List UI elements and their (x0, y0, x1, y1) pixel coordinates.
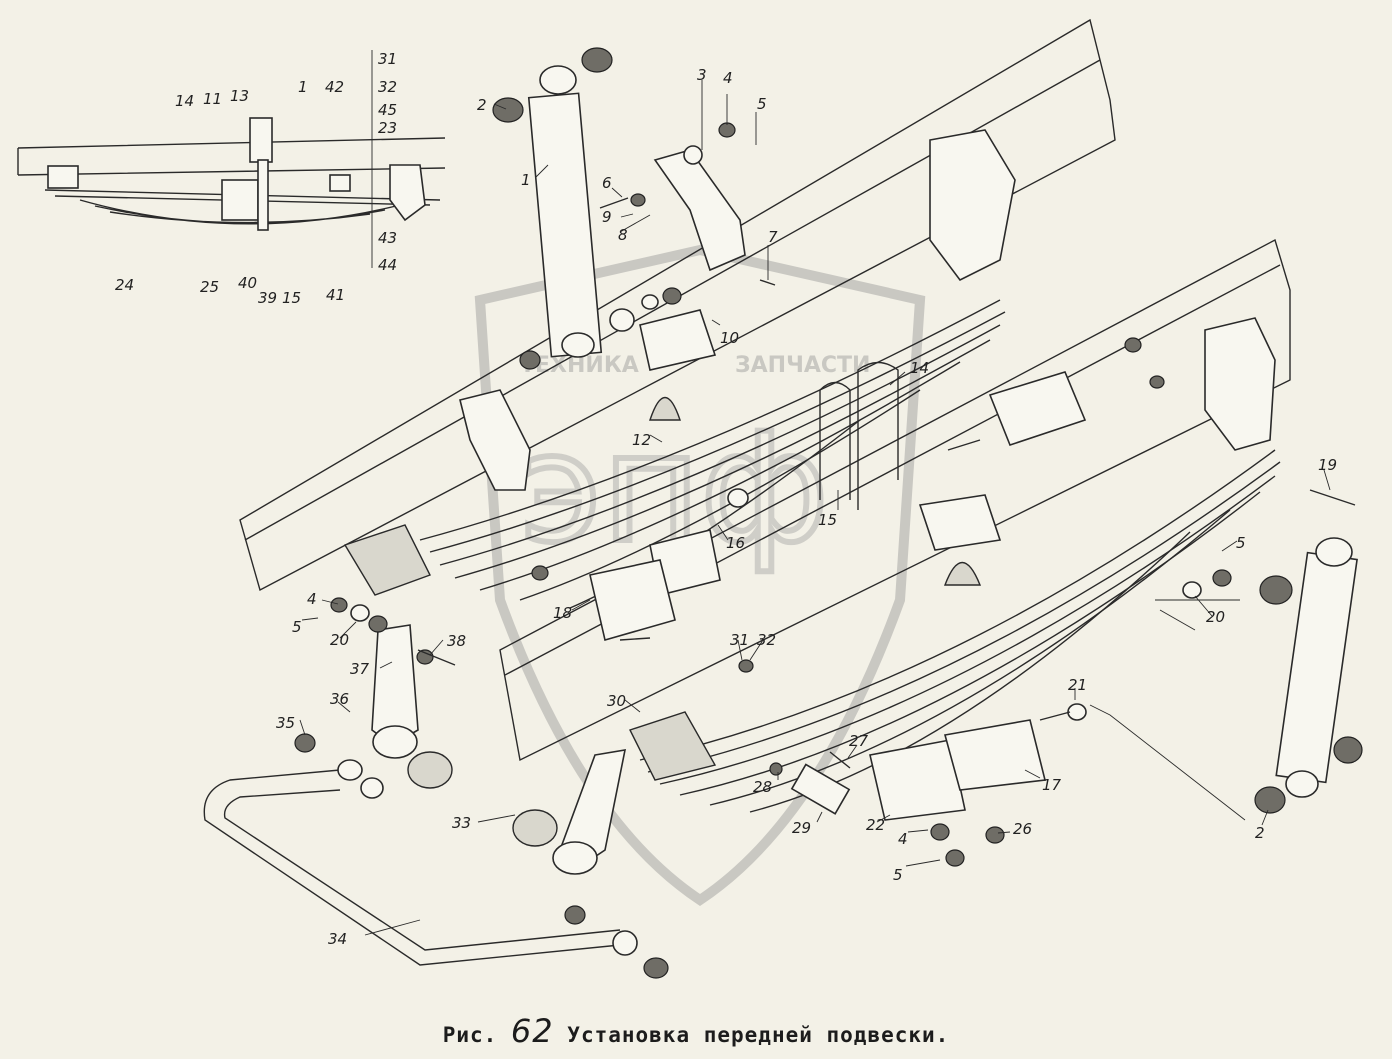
inset-label: 15 (282, 289, 301, 307)
callout-label: 22 (866, 816, 885, 834)
shock-absorber-right (1254, 537, 1363, 814)
callout-label: 34 (328, 930, 347, 948)
callout-label: 20 (330, 631, 349, 649)
callout-label: 2 (477, 96, 487, 114)
callout-label: 18 (553, 604, 572, 622)
callout-label: 37 (350, 660, 370, 678)
caption-number: 62 (510, 1012, 554, 1050)
caption-title: Установка передней подвески. (567, 1023, 950, 1047)
callout-label: 33 (452, 814, 471, 832)
callout-label: 32 (757, 631, 776, 649)
inset-label: 23 (378, 119, 397, 137)
inset-label: 14 (175, 92, 194, 110)
callout-label: 31 (730, 631, 749, 649)
inset-label: 41 (326, 286, 345, 304)
callout-label: 38 (447, 632, 466, 650)
callout-label: 4 (898, 830, 908, 848)
callout-label: 29 (792, 819, 811, 837)
u-bolts (819, 361, 899, 510)
callout-label: 5 (893, 866, 903, 884)
inset-spring-pad (221, 179, 259, 221)
inset-labels: 14 11 13 1 42 31 32 45 23 24 25 40 39 15… (115, 50, 397, 307)
stabilizer-links (294, 624, 851, 979)
inset-label: 13 (230, 87, 249, 105)
callout-label: 20 (1206, 608, 1225, 626)
callout-label: 12 (632, 431, 651, 449)
callout-label: 1 (521, 171, 531, 189)
caption-prefix: Рис. (442, 1023, 498, 1047)
inset-label: 25 (200, 278, 219, 296)
inset-label: 44 (378, 256, 397, 274)
callout-label: 5 (292, 618, 302, 636)
callout-label: 16 (726, 534, 745, 552)
callout-label: 9 (602, 208, 612, 226)
inset-label: 32 (378, 78, 397, 96)
callout-label: 3 (697, 66, 707, 84)
callout-label: 10 (720, 329, 739, 347)
callout-label: 30 (607, 692, 626, 710)
bump-stops (649, 397, 982, 586)
callout-label: 5 (757, 95, 767, 113)
inset-label: 1 (298, 78, 308, 96)
inset-rear-pad (329, 174, 351, 192)
callout-label: 5 (1236, 534, 1246, 552)
callout-label: 36 (330, 690, 349, 708)
spring-hangers (343, 129, 1276, 821)
inset-rear-bracket (389, 164, 426, 222)
callout-label: 17 (1042, 776, 1062, 794)
callout-label: 28 (753, 778, 772, 796)
inset-label: 43 (378, 229, 397, 247)
callout-label: 35 (276, 714, 295, 732)
leaf-spring-right (639, 449, 1281, 813)
callout-label: 4 (723, 69, 733, 87)
callout-label: 21 (1068, 676, 1087, 694)
inset-label: 24 (115, 276, 134, 294)
callout-label: 26 (1013, 820, 1032, 838)
inset-label: 11 (203, 90, 222, 108)
callout-label: 27 (849, 732, 869, 750)
inset-label: 39 (258, 289, 277, 307)
callout-label: 14 (910, 359, 929, 377)
inset-label: 42 (325, 78, 344, 96)
figure-caption: Рис. 62 Установка передней подвески. (0, 1012, 1392, 1050)
inset-view (17, 50, 446, 268)
inset-front-bracket (47, 165, 79, 189)
callout-labels: 2 1 3 4 5 6 9 8 7 10 12 14 15 16 18 19 5… (276, 66, 1337, 948)
inset-label: 45 (378, 101, 397, 119)
watermark-right-text: ЗАПЧАСТИ (735, 353, 870, 378)
callout-label: 6 (602, 174, 612, 192)
leader-lines (299, 80, 1331, 936)
callout-label: 8 (618, 226, 628, 244)
callout-label: 15 (818, 511, 837, 529)
fasteners (330, 122, 1356, 867)
callout-label: 7 (768, 228, 778, 246)
inset-shock-top (249, 117, 273, 163)
callout-label: 19 (1318, 456, 1337, 474)
callout-label: 2 (1255, 824, 1265, 842)
inset-shock-body (257, 159, 269, 231)
shock-absorber-left (492, 47, 613, 358)
inset-label: 40 (238, 274, 257, 292)
inset-label: 31 (378, 50, 397, 68)
callout-label: 4 (307, 590, 317, 608)
stabilizer-bar (203, 759, 638, 966)
